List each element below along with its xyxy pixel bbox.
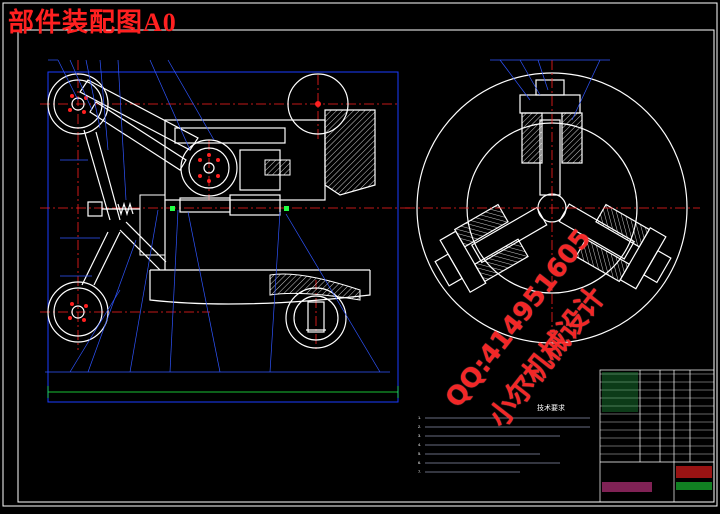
fastener-markers — [170, 206, 289, 211]
upper-right-wheel — [287, 73, 349, 135]
tech-requirement-item: 4. — [418, 442, 422, 447]
title-block-fill — [602, 372, 712, 492]
drawing-title: 部件装配图A0 — [8, 8, 177, 37]
hatched-section — [139, 109, 376, 301]
tech-requirement-item: 6. — [418, 460, 422, 465]
leader-lines-right — [490, 59, 610, 121]
tech-requirement-item: 5. — [418, 451, 422, 456]
overall-dimension — [47, 386, 399, 398]
bottom-right-wheel — [285, 287, 347, 349]
tech-requirement-rules — [425, 417, 590, 473]
sheet-border — [2, 2, 718, 507]
leader-lines-left — [45, 59, 390, 373]
side-view-frame — [47, 71, 399, 403]
centerlines-right — [405, 60, 700, 350]
lower-wheel — [47, 281, 109, 343]
front-view — [416, 72, 688, 344]
tech-requirement-item: 7. — [418, 469, 422, 474]
adjust-screw — [87, 201, 140, 217]
drawing-frame — [17, 29, 715, 503]
parts-list-rows — [600, 373, 714, 455]
tech-requirements-title: 技术要求 — [537, 405, 565, 412]
tech-requirement-item: 1. — [418, 415, 422, 420]
tech-requirement-item: 2. — [418, 424, 422, 429]
title-block — [599, 369, 715, 503]
tech-requirement-item: 3. — [418, 433, 422, 438]
linkage-arms — [79, 79, 199, 286]
